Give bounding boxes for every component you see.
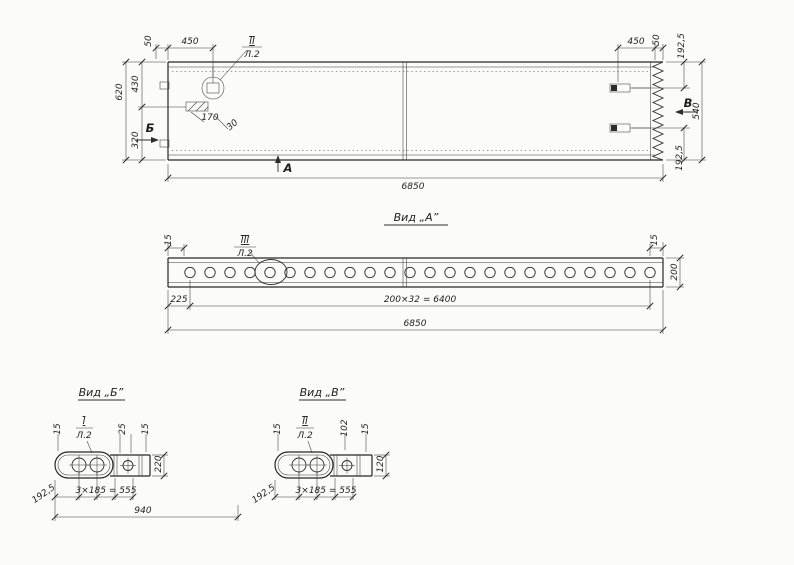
perforation-hole: [524, 266, 536, 279]
detail-fraction-callout: II Л.2: [296, 416, 314, 454]
section-arrow-v-head: [675, 109, 683, 115]
perforation-hole: [324, 266, 336, 279]
perforation-hole: [544, 266, 556, 279]
dim-25: 25: [118, 423, 128, 435]
dim-540: 540: [692, 102, 702, 119]
perforation-hole: [244, 266, 256, 279]
dim-225: 225: [170, 295, 187, 305]
section-arrows: Б А В: [136, 96, 697, 175]
perforation-hole: [224, 266, 236, 279]
view-b: Вид „Б” I Л.2: [30, 386, 239, 521]
part-outline: [274, 451, 373, 479]
detail-callout-sheet: Л.2: [243, 50, 260, 60]
perforation-hole: [564, 266, 576, 279]
detail-circle-callout: II Л.2: [201, 36, 262, 100]
dim-450-left: 450: [181, 37, 198, 47]
detail-callout-sheet: Л.2: [75, 431, 92, 441]
end-plates: [609, 83, 651, 133]
dim-450-right: 450: [627, 37, 644, 47]
dim-15-left: 15: [273, 423, 283, 435]
perforation-hole: [604, 266, 616, 279]
section-arrow-a-head: [275, 155, 281, 163]
dim-50-right: 50: [652, 34, 662, 46]
perforation-hole: [504, 266, 516, 279]
anchor-plate: 170 30: [185, 101, 241, 133]
detail-callout-number: III: [241, 235, 250, 246]
dimension-tick-marks: [51, 44, 706, 521]
perforation-hole: [644, 266, 656, 279]
view-a: Вид „А” III Л.2: [164, 211, 684, 334]
strip-outline: [167, 257, 664, 288]
dim-620: 620: [115, 83, 125, 100]
dim-bolt-spacing: 3×185 = 555: [76, 486, 137, 496]
serrated-end-edge: [650, 61, 665, 161]
perforation-hole: [404, 266, 416, 279]
dim-430: 430: [131, 75, 141, 92]
view-v: Вид „В” II Л.2: [250, 386, 390, 506]
dimensions-view-v: 15 102 15 120 192,5 3×185 = 555: [250, 419, 390, 506]
section-label-a: А: [283, 161, 293, 175]
left-edge-tabs: [159, 81, 170, 148]
part-outline: [54, 451, 151, 479]
view-b-title: Вид „Б”: [79, 386, 124, 399]
dim-192-5-bottom-right: 192,5: [675, 145, 685, 171]
dim-940: 940: [134, 506, 151, 516]
section-arrow-b-head: [151, 137, 159, 143]
dim-hole-spacing: 200×32 = 6400: [384, 295, 457, 305]
dim-120: 120: [376, 455, 386, 472]
section-label-v: В: [684, 96, 693, 110]
perforation-hole: [624, 266, 636, 279]
dim-bolt-spacing: 3×185 = 555: [296, 486, 357, 496]
perforation-hole: [264, 266, 276, 279]
dim-15-left: 15: [164, 234, 174, 246]
detail-ellipse-callout: III Л.2: [234, 235, 288, 285]
dim-15-left: 15: [53, 423, 63, 435]
view-v-title: Вид „В”: [300, 386, 345, 399]
dimensions-view-a: 15 15 200 225 200×32 = 6400 6850: [164, 234, 684, 334]
perforation-hole: [444, 266, 456, 279]
perforation-hole: [204, 266, 216, 279]
detail-callout-sheet: Л.2: [236, 249, 253, 259]
perforation-hole: [464, 266, 476, 279]
dim-192-5: 192,5: [250, 483, 277, 506]
detail-fraction-callout: I Л.2: [75, 416, 93, 454]
center-joint-line: [402, 62, 407, 160]
dim-192-5: 192,5: [30, 483, 57, 506]
dim-170: 170: [201, 113, 218, 123]
view-a-title: Вид „А”: [394, 211, 439, 224]
section-label-b: Б: [146, 121, 155, 135]
perforation-hole: [384, 266, 396, 279]
perforation-hole: [344, 266, 356, 279]
detail-callout-number: II: [249, 36, 255, 47]
top-view: II Л.2 170 30: [115, 33, 706, 192]
dim-6850-view-a: 6850: [404, 319, 427, 329]
perforation-holes-row: [184, 266, 656, 279]
dimensions-view-b: 15 25 15 220 192,5 3×185 = 555 940: [30, 423, 239, 521]
perforation-hole: [424, 266, 436, 279]
dim-220: 220: [154, 455, 164, 472]
perforation-hole: [364, 266, 376, 279]
detail-callout-number: I: [83, 416, 86, 427]
dim-30: 30: [225, 118, 240, 133]
perforation-hole: [584, 266, 596, 279]
perforation-hole: [184, 266, 196, 279]
dim-15-right: 15: [650, 234, 660, 246]
detail-callout-sheet: Л.2: [296, 431, 313, 441]
perforation-hole: [304, 266, 316, 279]
perforation-hole: [484, 266, 496, 279]
beam-outline: [167, 61, 663, 161]
dim-200: 200: [670, 263, 680, 280]
dim-192-5-top-right: 192,5: [677, 33, 687, 59]
detail-callout-number: II: [302, 416, 308, 427]
dim-50-left: 50: [144, 35, 154, 47]
dim-15-right: 15: [361, 423, 371, 435]
bolt-holes: [69, 455, 355, 475]
perforation-hole: [284, 266, 296, 279]
dim-6850-top-view: 6850: [402, 182, 425, 192]
dim-15-right: 15: [141, 423, 151, 435]
dim-102: 102: [340, 419, 350, 436]
